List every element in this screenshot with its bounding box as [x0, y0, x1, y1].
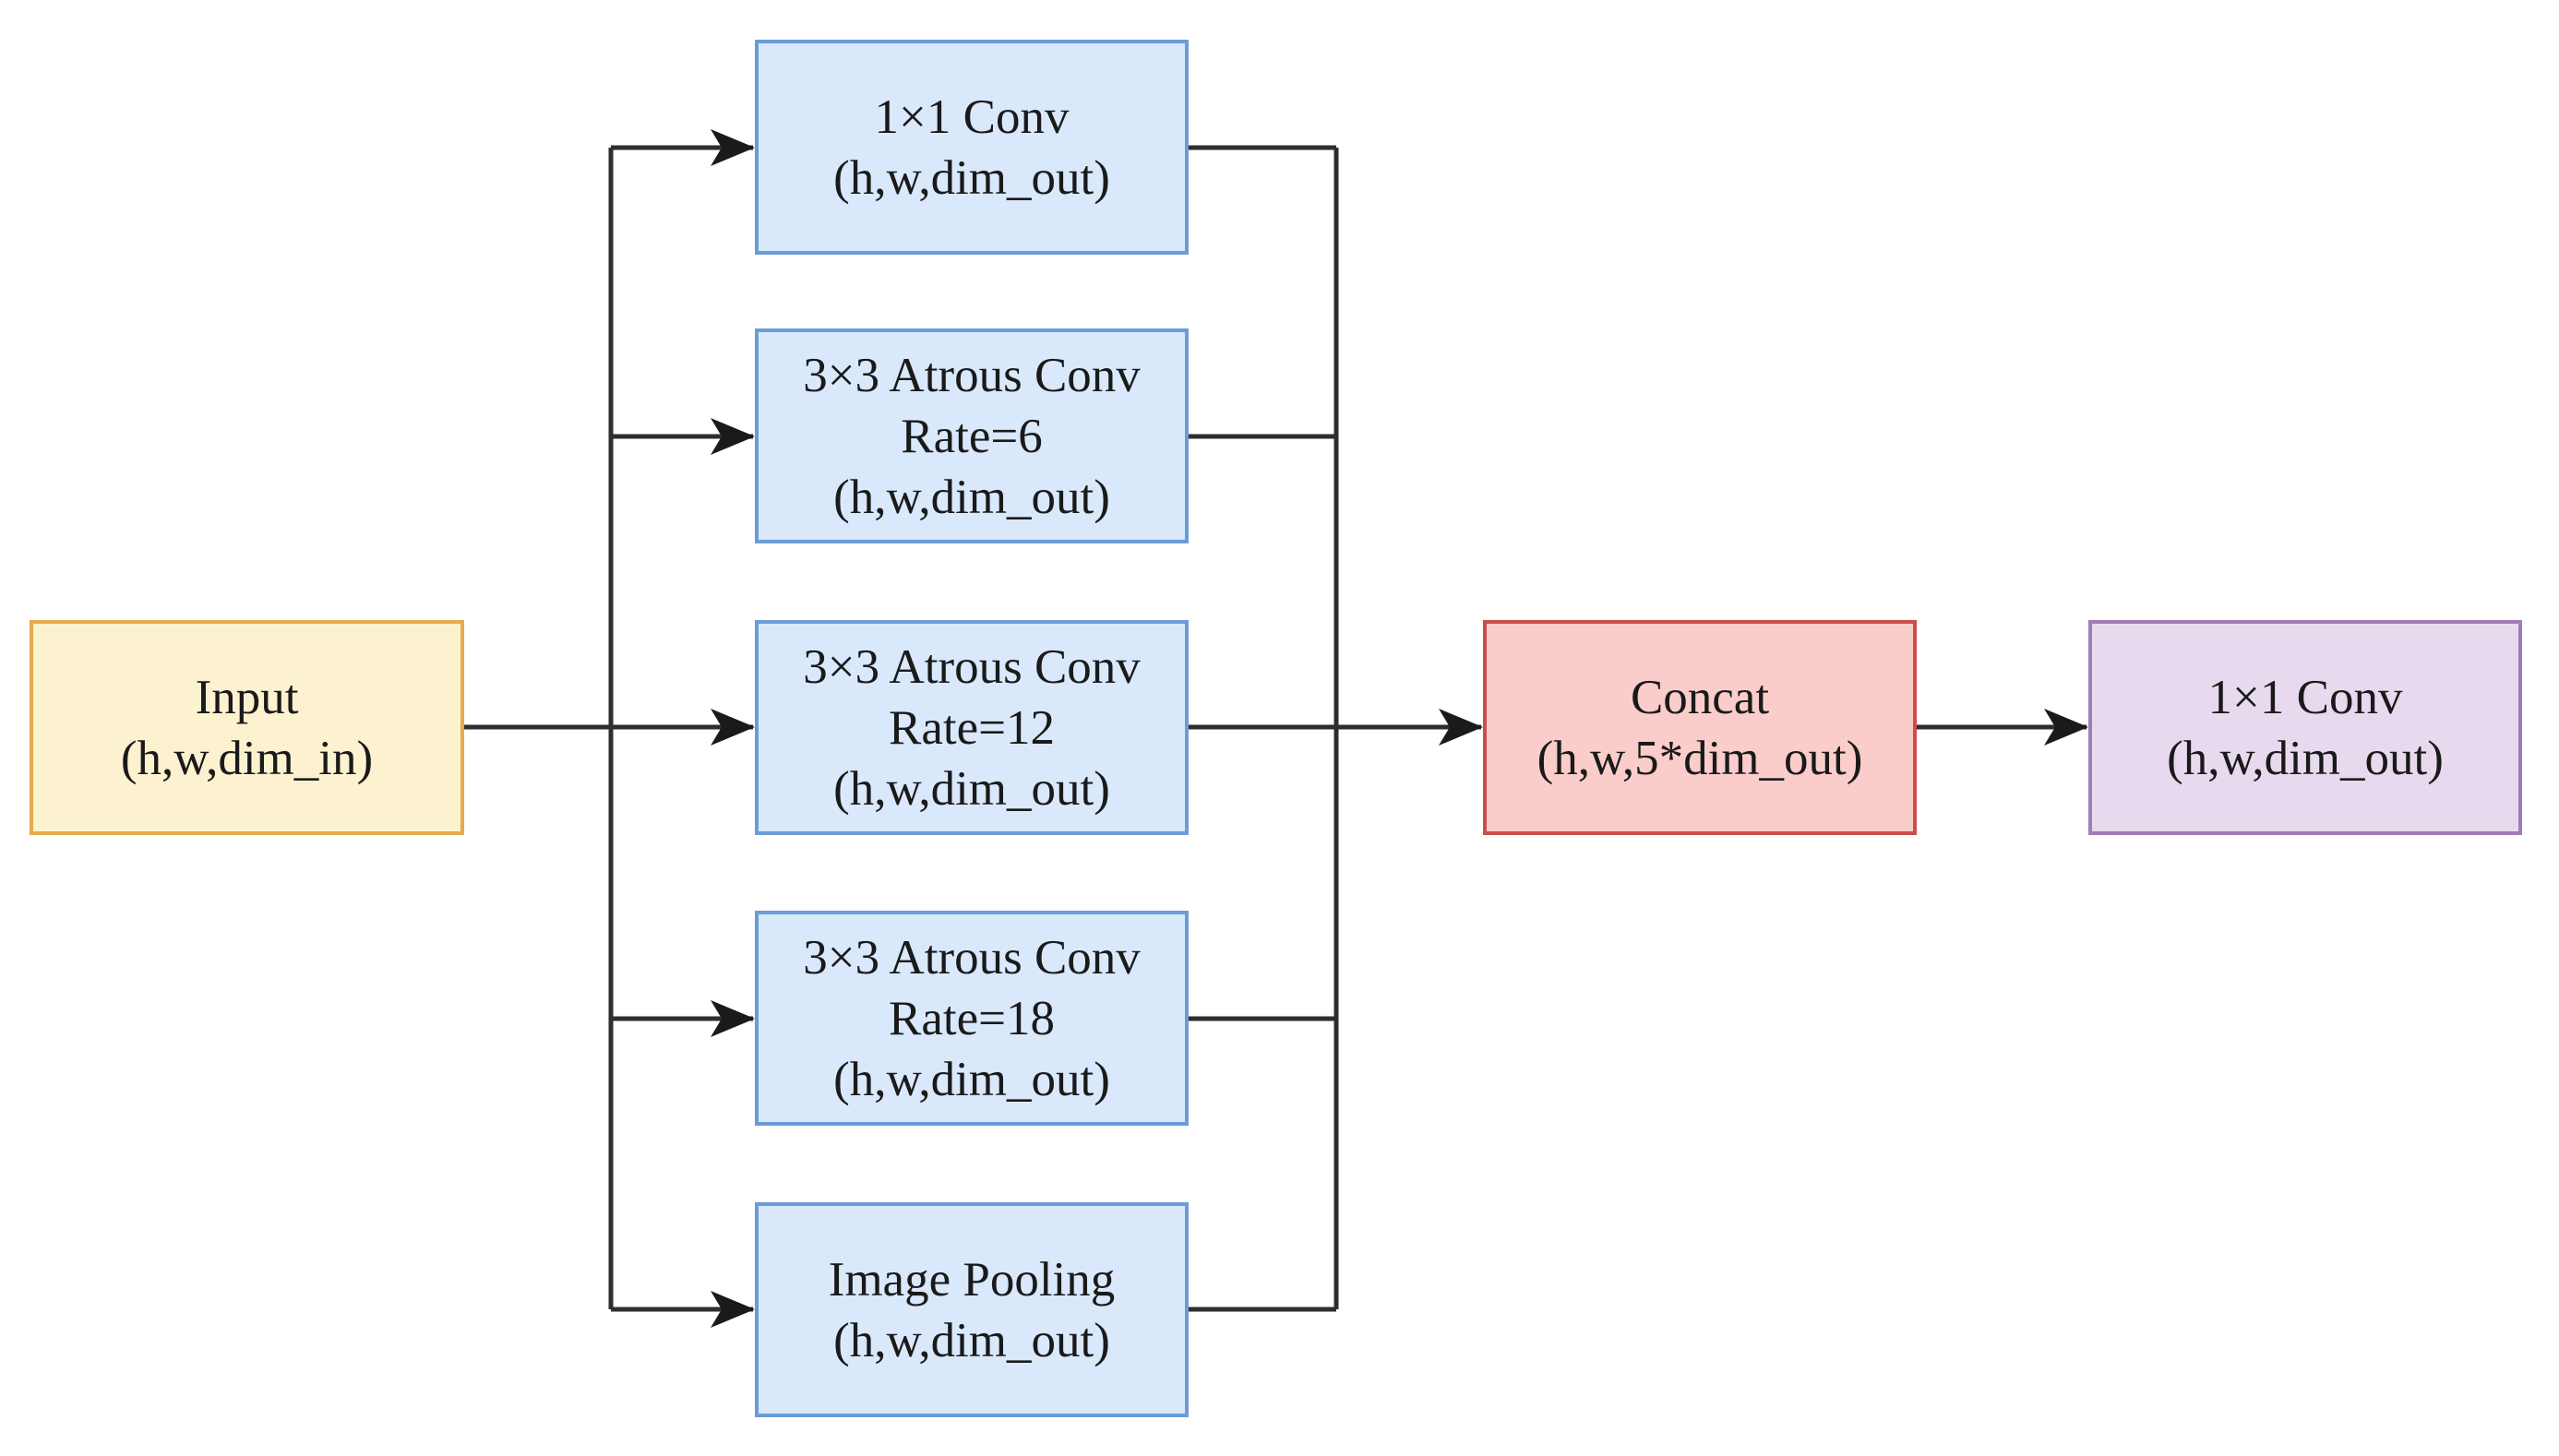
node-input-label: Input [195, 670, 299, 724]
node-atrous-rate6-rate: Rate=6 [901, 409, 1043, 463]
node-image-pooling-shape: (h,w,dim_out) [833, 1313, 1110, 1367]
node-conv-1x1-branch: 1×1 Conv (h,w,dim_out) [755, 40, 1189, 255]
node-image-pooling-label: Image Pooling [828, 1252, 1116, 1307]
node-conv-1x1-out: 1×1 Conv (h,w,dim_out) [2088, 620, 2522, 835]
node-input: Input (h,w,dim_in) [30, 620, 464, 835]
node-atrous-rate18-label: 3×3 Atrous Conv [803, 930, 1141, 985]
node-conv-1x1-out-shape: (h,w,dim_out) [2167, 731, 2444, 785]
node-atrous-rate12-rate: Rate=12 [888, 700, 1055, 755]
node-concat: Concat (h,w,5*dim_out) [1483, 620, 1917, 835]
node-atrous-rate18-shape: (h,w,dim_out) [833, 1052, 1110, 1106]
node-atrous-rate6-shape: (h,w,dim_out) [833, 470, 1110, 524]
node-conv-1x1-out-label: 1×1 Conv [2207, 670, 2403, 724]
node-atrous-rate12-shape: (h,w,dim_out) [833, 761, 1110, 816]
node-concat-shape: (h,w,5*dim_out) [1537, 731, 1863, 785]
node-atrous-rate6: 3×3 Atrous Conv Rate=6 (h,w,dim_out) [755, 328, 1189, 543]
node-atrous-rate18: 3×3 Atrous Conv Rate=18 (h,w,dim_out) [755, 911, 1189, 1126]
node-conv-1x1-branch-label: 1×1 Conv [874, 90, 1070, 144]
node-concat-label: Concat [1630, 670, 1770, 724]
node-atrous-rate18-rate: Rate=18 [888, 991, 1055, 1045]
node-atrous-rate12-label: 3×3 Atrous Conv [803, 639, 1141, 694]
node-atrous-rate12: 3×3 Atrous Conv Rate=12 (h,w,dim_out) [755, 620, 1189, 835]
node-input-shape: (h,w,dim_in) [120, 731, 374, 785]
node-image-pooling: Image Pooling (h,w,dim_out) [755, 1202, 1189, 1417]
node-atrous-rate6-label: 3×3 Atrous Conv [803, 348, 1141, 402]
node-conv-1x1-branch-shape: (h,w,dim_out) [833, 150, 1110, 205]
